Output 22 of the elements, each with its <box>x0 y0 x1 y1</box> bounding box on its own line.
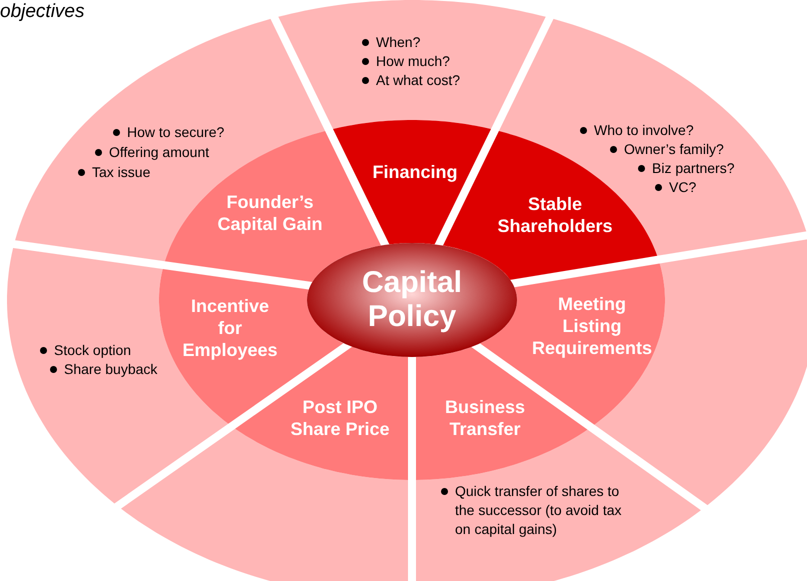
bullet-text: At what cost? <box>376 70 460 90</box>
bullet-text: How much? <box>376 52 450 70</box>
bullet-text: Who to involve? <box>594 120 694 140</box>
bullet-text: Biz partners? <box>652 158 734 178</box>
bullet-text: Stock option <box>54 340 132 360</box>
bullet-text: Owner’s family? <box>624 140 724 158</box>
segment-label: Business Transfer <box>444 396 526 440</box>
bullet-text: VC? <box>669 178 696 196</box>
title: objectives <box>0 0 84 24</box>
segment-label: Stable Shareholders <box>496 193 614 237</box>
bullet-text: Offering amount <box>109 142 210 162</box>
bullet-text: When? <box>376 32 420 52</box>
segment-label: Incentive for Employees <box>181 295 279 361</box>
center-label: Capital Policy <box>360 266 464 334</box>
segment-label: Meeting Listing Requirements <box>530 293 654 359</box>
bullet-text: Share buyback <box>64 360 158 378</box>
segment-label: Post IPO Share Price <box>289 396 391 440</box>
segment-label: Financing <box>372 161 458 183</box>
bullet-text: Quick transfer of shares to the successor (to avoid tax on capital gains) <box>455 482 623 538</box>
bullet-text: Tax issue <box>92 162 150 182</box>
bullet-text: How to secure? <box>127 122 224 142</box>
segment-label: Founder’s Capital Gain <box>216 191 324 235</box>
